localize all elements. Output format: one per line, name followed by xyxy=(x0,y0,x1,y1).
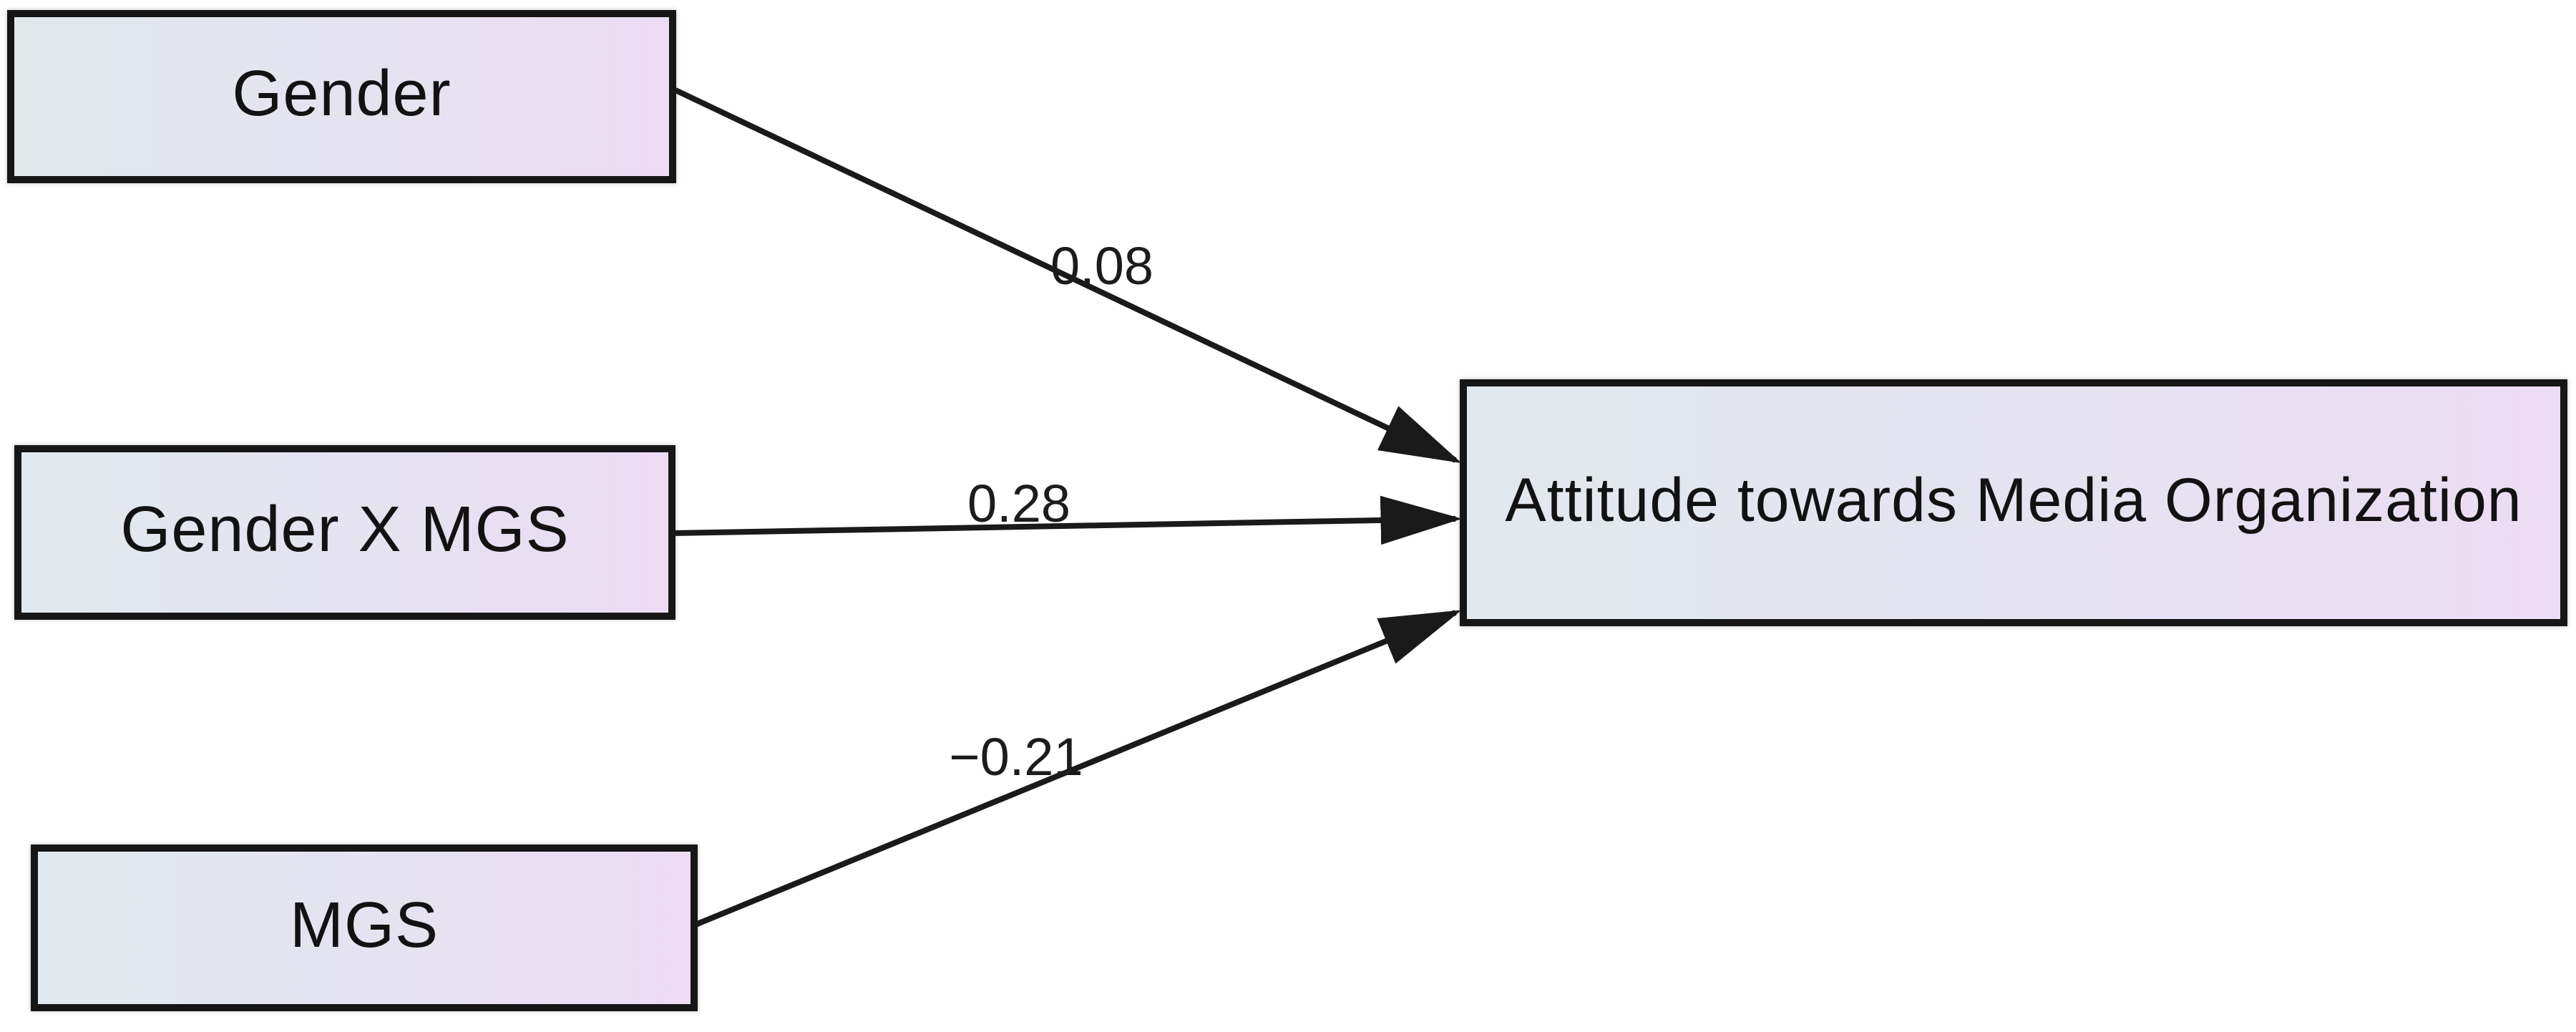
path-coefficient-gender: 0.08 xyxy=(1050,236,1154,296)
box-mgs: MGS xyxy=(31,844,698,1011)
box-gender: Gender xyxy=(7,10,676,183)
box-gender-x-mgs: Gender X MGS xyxy=(14,445,675,620)
box-attitude-label: Attitude towards Media Organization xyxy=(1505,465,2522,535)
path-coefficient-mgs: −0.21 xyxy=(949,727,1083,787)
box-gender-label: Gender xyxy=(232,58,452,130)
box-attitude: Attitude towards Media Organization xyxy=(1460,379,2567,626)
box-gender-x-mgs-label: Gender X MGS xyxy=(120,494,570,565)
box-mgs-label: MGS xyxy=(289,889,439,961)
path-coefficient-gender-x-mgs: 0.28 xyxy=(967,474,1071,533)
